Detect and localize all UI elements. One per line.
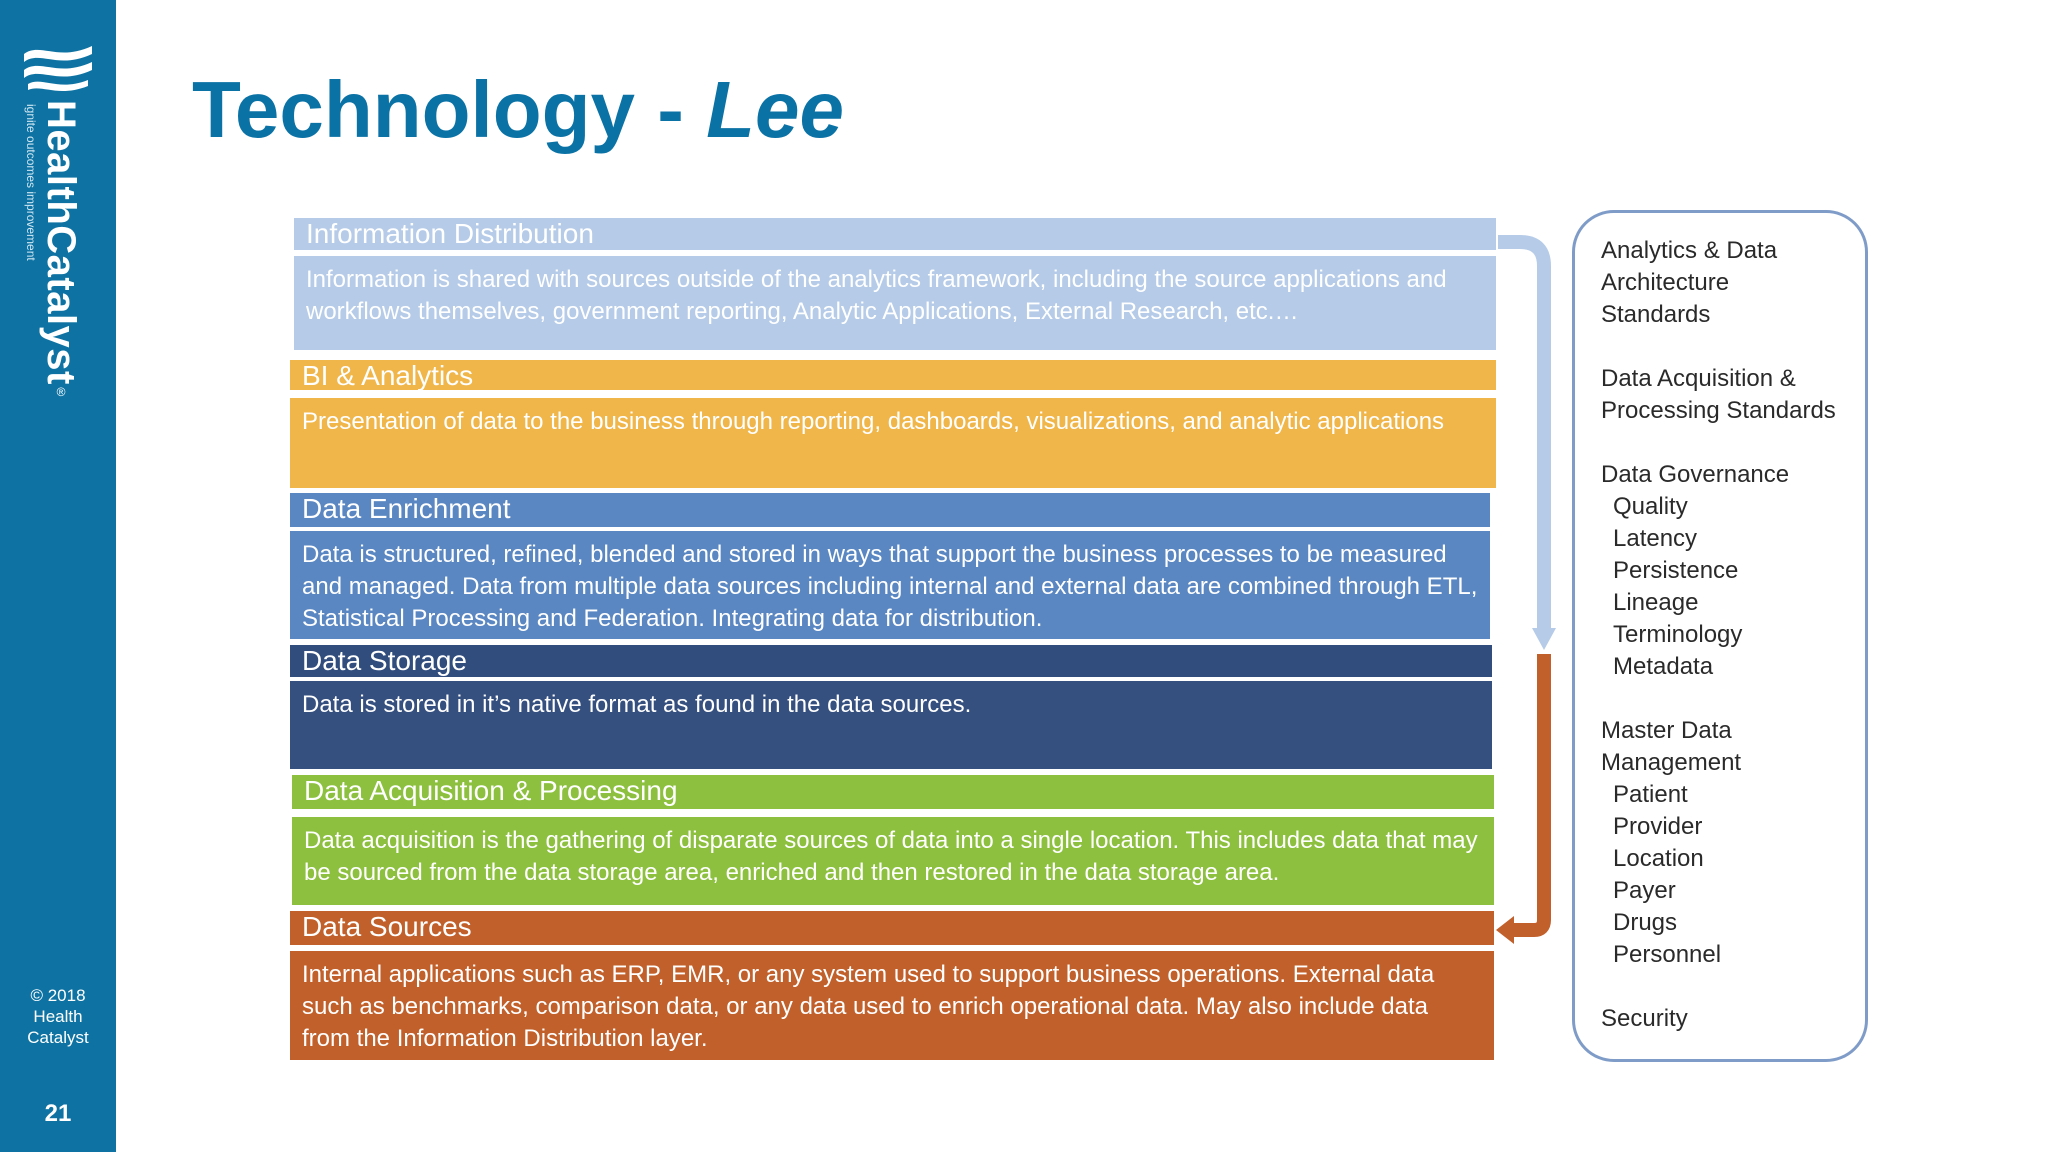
flow-arrow-bottom	[1508, 654, 1551, 937]
standards-item: Location	[1613, 845, 1704, 872]
copyright-line: Catalyst	[27, 1028, 89, 1047]
standards-item: Analytics & Data	[1601, 237, 1778, 264]
layer-header: Data Acquisition & Processing	[292, 775, 1494, 809]
standards-item: Lineage	[1613, 589, 1699, 616]
flow-arrow	[1496, 235, 1556, 944]
standards-item: Personnel	[1613, 941, 1722, 968]
logo-tagline: ignite outcomes improvement	[24, 104, 38, 261]
standards-item: Provider	[1613, 813, 1703, 840]
layer-header: Data Enrichment	[290, 493, 1490, 527]
layer-description: Information is shared with sources outsi…	[294, 256, 1496, 350]
standards-item: Management	[1601, 749, 1742, 776]
layer-header: Information Distribution	[294, 218, 1496, 250]
standards-item: Terminology	[1613, 621, 1743, 648]
layer-description: Internal applications such as ERP, EMR, …	[290, 951, 1494, 1060]
standards-item: Processing Standards	[1601, 397, 1836, 424]
layer-description: Data is stored in it’s native format as …	[290, 681, 1492, 769]
layer-description: Data acquisition is the gathering of dis…	[292, 817, 1494, 905]
layer-data-acquisition-processing: Data Acquisition & Processing Data acqui…	[292, 775, 1494, 905]
layer-description: Data is structured, refined, blended and…	[290, 531, 1490, 639]
standards-item: Architecture	[1601, 269, 1730, 296]
flow-arrow-down-head	[1532, 628, 1556, 650]
standards-item: Master Data	[1601, 717, 1732, 744]
layer-header: BI & Analytics	[290, 360, 1496, 391]
copyright-line: Health	[33, 1007, 83, 1026]
standards-item: Standards	[1601, 301, 1711, 328]
standards-item: Payer	[1613, 877, 1676, 904]
standards-item: Metadata	[1613, 653, 1714, 680]
sidebar: HealthCatalyst® ignite outcomes improvem…	[0, 0, 116, 1152]
standards-spacer	[1601, 971, 1836, 1003]
layer-information-distribution: Information Distribution Information is …	[294, 218, 1496, 350]
logo-name: HealthCatalyst®	[39, 100, 83, 400]
copyright-line: © 2018	[30, 986, 86, 1005]
health-catalyst-logo-icon	[24, 46, 92, 92]
standards-item: Drugs	[1613, 909, 1678, 936]
standards-item: Security	[1601, 1005, 1688, 1032]
layer-header: Data Storage	[290, 645, 1492, 677]
standards-item: Patient	[1613, 781, 1688, 808]
layer-header: Data Sources	[290, 911, 1494, 945]
standards-item: Latency	[1613, 525, 1698, 552]
standards-item: Data Governance	[1601, 461, 1790, 488]
standards-item: Quality	[1613, 493, 1688, 520]
standards-item: Data Acquisition &	[1601, 365, 1796, 392]
standards-spacer	[1601, 683, 1836, 715]
layer-bi-analytics: BI & Analytics Presentation of data to t…	[290, 360, 1496, 488]
layer-data-storage: Data Storage Data is stored in it’s nati…	[290, 645, 1492, 769]
copyright: © 2018 Health Catalyst	[0, 985, 116, 1048]
standards-spacer	[1601, 331, 1836, 363]
title-main: Technology -	[192, 65, 684, 154]
page-number: 21	[44, 1100, 72, 1127]
layer-description: Presentation of data to the business thr…	[290, 398, 1496, 488]
flow-arrow-left-head	[1496, 916, 1514, 944]
standards-item: Persistence	[1613, 557, 1739, 584]
standards-spacer	[1601, 427, 1836, 459]
layer-data-enrichment: Data Enrichment Data is structured, refi…	[290, 493, 1490, 639]
layer-data-sources: Data Sources Internal applications such …	[290, 911, 1494, 1060]
title-emphasis: Lee	[706, 65, 844, 154]
flow-arrow-top	[1498, 235, 1551, 630]
slide-title: Technology - Lee	[192, 64, 844, 156]
